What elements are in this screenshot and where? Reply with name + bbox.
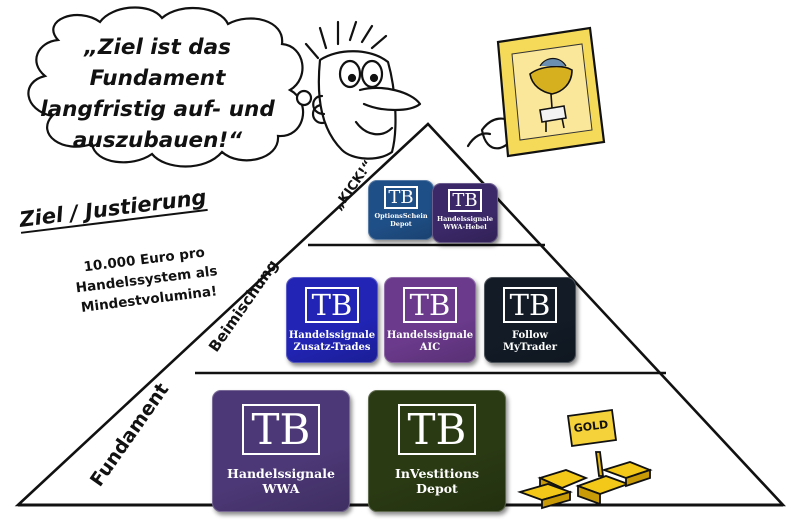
bubble-line-4: auszubauen!“ (72, 128, 243, 153)
tb-logo: TB (398, 404, 476, 455)
gold-trophy-sign (496, 26, 606, 158)
bubble-line-3: langfristig auf- und (40, 97, 275, 122)
gold-bars (517, 408, 653, 510)
cartoon-character (304, 20, 516, 160)
thought-bubble-text: „Ziel ist das Fundament langfristig auf-… (40, 32, 275, 156)
tb-logo: TB (242, 404, 320, 455)
tb-logo: TB (305, 287, 359, 323)
tb-logo: TB (403, 287, 457, 323)
tb-logo: TB (503, 287, 557, 323)
bubble-line-2: Fundament (89, 66, 226, 91)
tb-logo: TB (384, 186, 418, 209)
tb-logo: TB (448, 189, 482, 212)
bubble-line-1: „Ziel ist das (84, 35, 231, 60)
